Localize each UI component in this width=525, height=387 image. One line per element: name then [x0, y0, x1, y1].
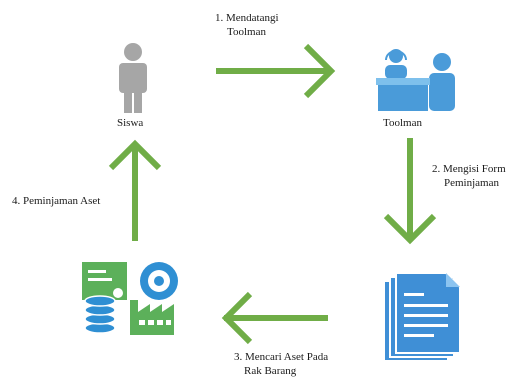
arrow-down-icon: [383, 138, 437, 245]
step-1-label: 1. Mendatangi Toolman: [215, 12, 279, 38]
service-desk-icon: [376, 49, 455, 111]
assets-icon: [82, 262, 178, 335]
arrow-up-icon: [108, 139, 162, 241]
arrow-right-icon: [216, 43, 336, 99]
student-person-icon: [119, 43, 147, 113]
step-4-label: 4. Peminjaman Aset: [12, 195, 101, 207]
toolman-label: Toolman: [383, 117, 422, 129]
step-3-label: 3. Mencari Aset Pada Rak Barang: [234, 351, 329, 377]
step-2-label: 2. Mengisi Form Peminjaman: [432, 163, 506, 189]
arrow-left-icon: [221, 291, 328, 345]
student-label: Siswa: [117, 117, 144, 129]
document-stack-icon: [383, 272, 461, 362]
